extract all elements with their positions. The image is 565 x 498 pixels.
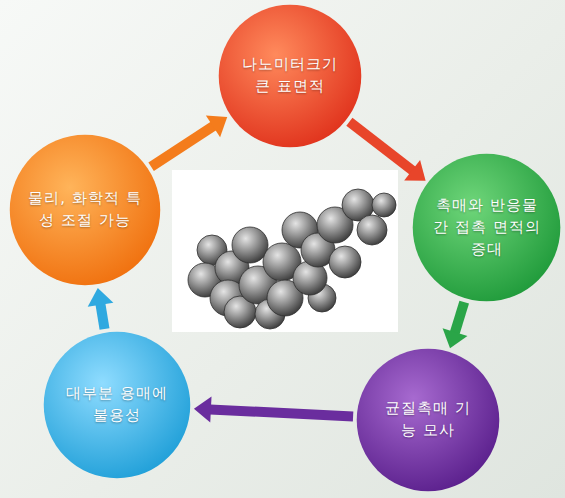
arrow-shaft xyxy=(349,122,413,171)
arrow-shaft xyxy=(100,304,104,329)
circle-fill xyxy=(10,135,160,285)
arrow-head xyxy=(404,160,425,181)
circle-shape xyxy=(218,4,362,148)
feature-circle: 촉매와 반응물 간 접촉 면적의 증대 xyxy=(412,153,561,302)
particle-cluster xyxy=(188,189,396,329)
circle-shape xyxy=(9,134,161,286)
circle-fill xyxy=(357,349,500,492)
feature-text: 균질촉매 기능 모사 xyxy=(382,398,474,442)
circle-fill xyxy=(44,332,191,479)
feature-text: 물리, 화학적 특성 조절 가능 xyxy=(28,188,142,232)
block-arrow xyxy=(194,397,353,423)
arrow-head xyxy=(194,397,212,423)
feature-circle: 대부분 용매에 불용성 xyxy=(43,331,191,479)
arrow-head xyxy=(206,115,227,137)
arrow-head xyxy=(88,288,114,307)
circle-shape xyxy=(356,348,500,492)
feature-text: 나노미터크기 큰 표면적 xyxy=(237,54,343,98)
block-arrow xyxy=(88,288,114,329)
circle-shape xyxy=(43,331,191,479)
image-frame xyxy=(172,170,398,332)
feature-text: 촉매와 반응물 간 접촉 면적의 증대 xyxy=(429,195,545,260)
feature-text: 대부분 용매에 불용성 xyxy=(61,383,173,427)
arrow-shaft xyxy=(455,302,464,333)
circle-fill xyxy=(219,5,362,148)
feature-circle: 물리, 화학적 특성 조절 가능 xyxy=(9,134,161,286)
arrow-shaft xyxy=(210,409,353,416)
circle-fill xyxy=(413,154,561,302)
arrow-shaft xyxy=(151,126,214,167)
block-arrow xyxy=(151,115,227,166)
block-arrow xyxy=(349,122,425,181)
arrow-head xyxy=(443,328,468,348)
feature-circle: 나노미터크기 큰 표면적 xyxy=(218,4,362,148)
feature-circle: 균질촉매 기능 모사 xyxy=(356,348,500,492)
block-arrow xyxy=(443,302,468,348)
